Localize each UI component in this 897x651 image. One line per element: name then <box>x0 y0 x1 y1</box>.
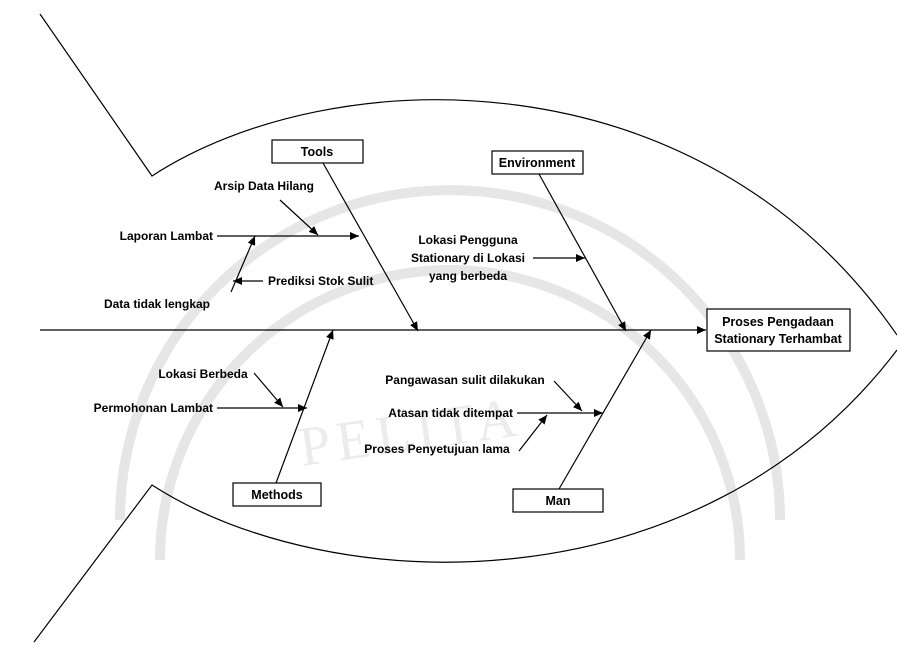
fish-tail-lower <box>33 349 897 643</box>
watermark-text: PELITA <box>295 386 526 479</box>
man-bone <box>558 329 652 490</box>
cause-prediksi-stok-sulit: Prediksi Stok Sulit <box>268 274 373 288</box>
category-tools: Tools <box>271 139 419 332</box>
effect-label-line2: Stationary Terhambat <box>714 332 842 346</box>
cause-arsip-data-hilang: Arsip Data Hilang <box>214 179 314 193</box>
environment-label: Environment <box>499 156 576 170</box>
tools-bone <box>322 162 419 332</box>
cause-lokasi-pengguna-line2: Stationary di Lokasi <box>411 251 525 265</box>
tools-label: Tools <box>301 145 333 159</box>
category-environment: Environment <box>491 150 627 332</box>
environment-causes: Lokasi Pengguna Stationary di Lokasi yan… <box>411 233 585 283</box>
cause-data-tidak-lengkap: Data tidak lengkap <box>104 297 210 311</box>
pengawasan-sulit-arrow <box>553 380 583 412</box>
fish-tail-upper <box>39 13 897 336</box>
cause-proses-penyetujuan-lama: Proses Penyetujuan lama <box>364 442 510 456</box>
man-causes: Atasan tidak ditempat Pangawasan sulit d… <box>364 373 603 456</box>
arsip-data-hilang-arrow <box>279 199 319 236</box>
man-label: Man <box>546 494 571 508</box>
cause-lokasi-pengguna-line1: Lokasi Pengguna <box>418 233 518 247</box>
cause-atasan-tidak-ditempat: Atasan tidak ditempat <box>388 406 513 420</box>
category-man: Man <box>512 329 652 513</box>
lokasi-berbeda-arrow <box>253 372 284 408</box>
tools-causes: Laporan Lambat Arsip Data Hilang Data ti… <box>104 179 373 311</box>
proses-penyetujuan-arrow <box>518 414 548 452</box>
cause-laporan-lambat: Laporan Lambat <box>120 229 213 243</box>
cause-lokasi-berbeda: Lokasi Berbeda <box>158 367 248 381</box>
cause-permohonan-lambat: Permohonan Lambat <box>94 401 213 415</box>
cause-lokasi-pengguna-line3: yang berbeda <box>429 269 507 283</box>
fish-outline <box>33 13 897 643</box>
effect-box: Proses Pengadaan Stationary Terhambat <box>706 308 851 352</box>
environment-bone <box>538 173 627 332</box>
effect-label-line1: Proses Pengadaan <box>722 315 834 329</box>
methods-causes: Permohonan Lambat Lokasi Berbeda <box>94 367 307 415</box>
methods-label: Methods <box>251 488 302 502</box>
cause-pengawasan-sulit: Pangawasan sulit dilakukan <box>385 373 544 387</box>
